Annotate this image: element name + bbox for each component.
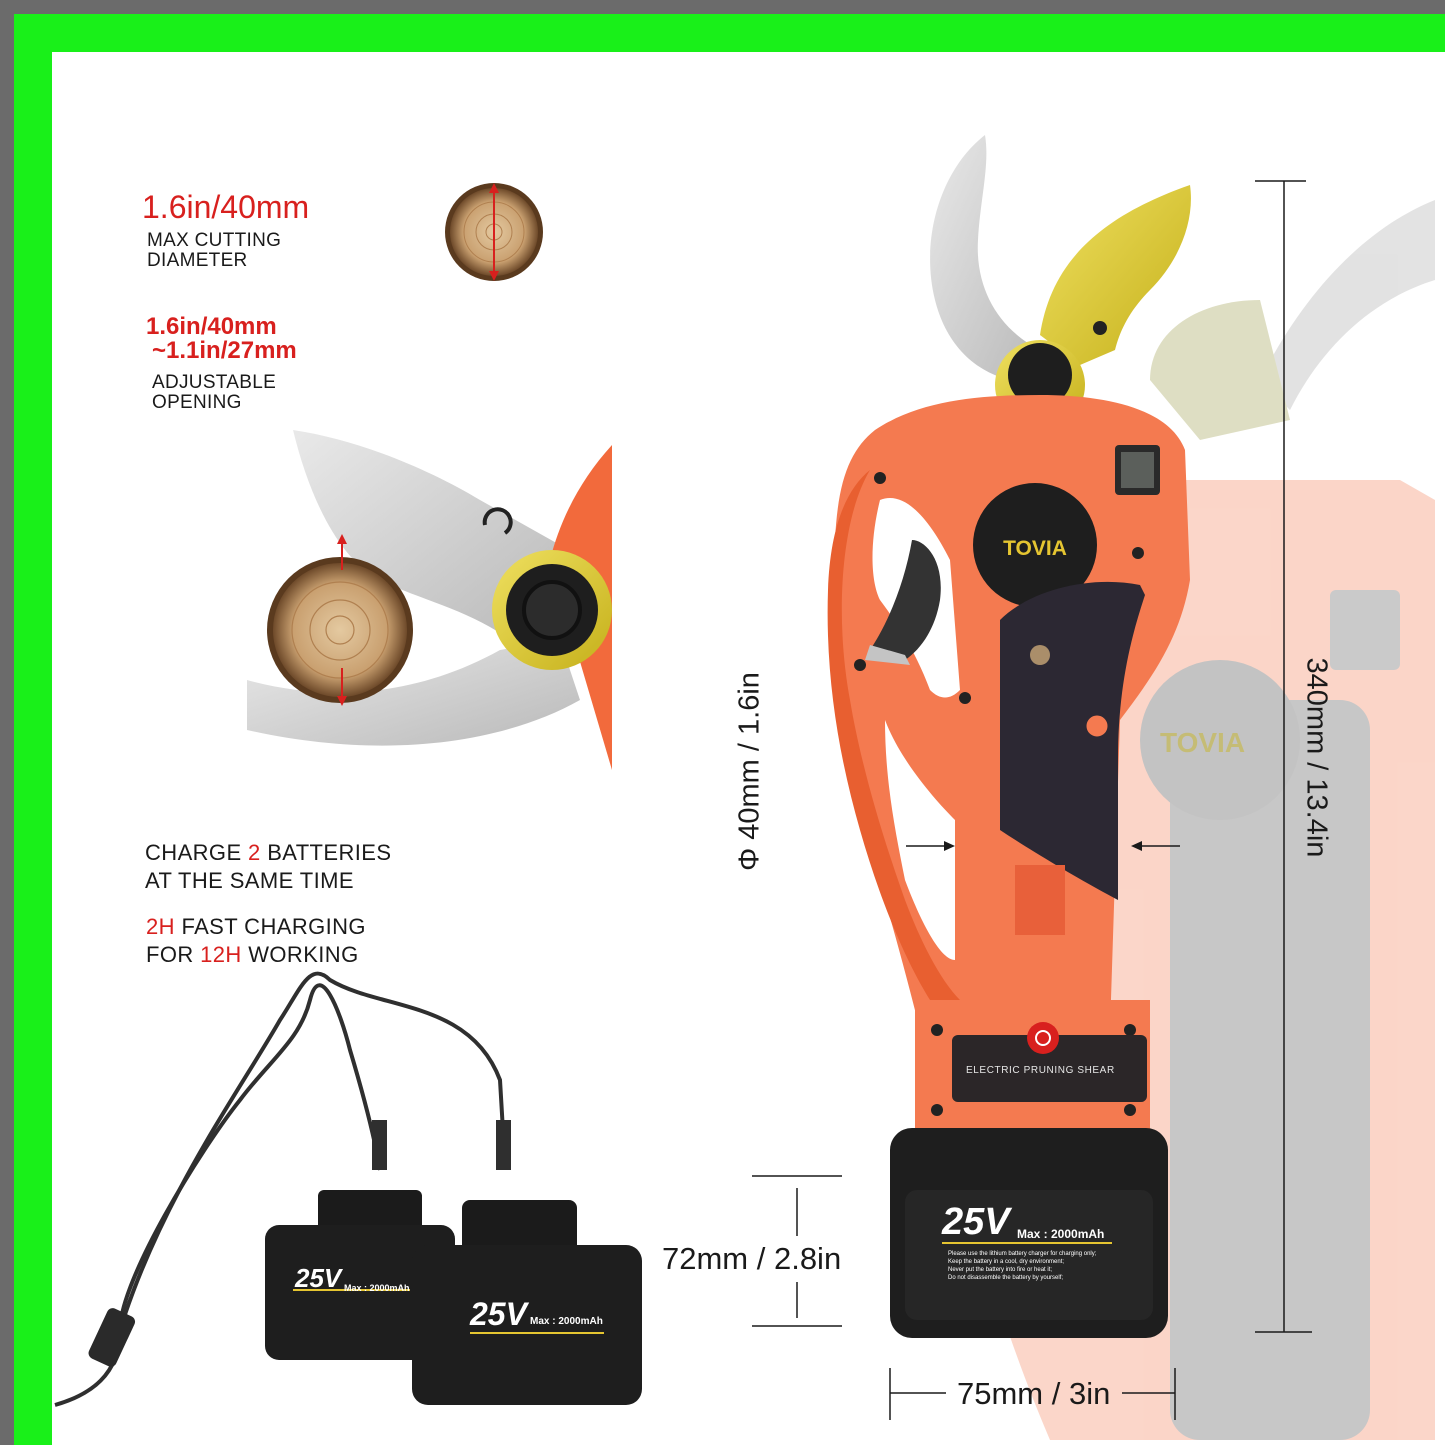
charging-line1-pre: CHARGE [145,840,249,865]
max-cutting-label-line2: DIAMETER [147,250,248,271]
max-cutting-label-line1: MAX CUTTING [147,230,282,251]
battery-voltage-main: 25V [942,1201,1010,1243]
faded-brand-logo: TOVIA [1160,727,1245,758]
battery-warning-line: Do not disassemble the battery by yourse… [948,1275,1064,1281]
dimension-lines [752,180,1312,1420]
charger-back-capacity: Max : 2000mAh [344,1283,410,1293]
battery-width-label: 75mm / 3in [957,1376,1111,1411]
opening-value-line1: 1.6in/40mm [146,313,277,340]
opening-value-line2: ~1.1in/27mm [152,337,297,364]
battery-warning-list: Please use the lithium battery charger f… [948,1250,1148,1282]
charger-front-capacity: Max : 2000mAh [530,1316,603,1327]
frame-border-green-top [14,14,1445,52]
frame-border-green-left [14,14,52,1445]
frame-border-gray-left [0,0,14,1445]
wood-slice-top [445,183,543,281]
opening-label-line2: OPENING [152,392,242,413]
charging-line3: 2H FAST CHARGING [146,916,366,938]
frame-border-gray-top [0,0,1445,14]
blade-closeup [247,430,612,770]
opening-label-line1: ADJUSTABLE [152,372,277,393]
charging-line2: AT THE SAME TIME [145,868,354,893]
battery-warning-line: Never put the battery into fire or heat … [948,1267,1053,1273]
main-tool: TOVIA [827,135,1191,1338]
charging-line4-num: 12H [200,942,242,967]
charging-line1-num: 2 [248,840,261,865]
charging-line1: CHARGE 2 BATTERIES [145,842,391,864]
charging-line4: FOR 12H WORKING [146,944,359,966]
panel-label: ELECTRIC PRUNING SHEAR [966,1065,1115,1076]
battery-capacity-main: Max : 2000mAh [1017,1227,1105,1241]
battery-chargers [54,971,642,1407]
battery-warning-line: Keep the battery in a cool, dry environm… [948,1259,1065,1265]
total-length-label: 340mm / 13.4in [1300,657,1333,858]
brand-logo: TOVIA [1003,537,1067,560]
charging-line1-post: BATTERIES [260,840,392,865]
charging-line3-post: FAST CHARGING [174,914,366,939]
battery-height-label: 72mm / 2.8in [662,1241,842,1276]
charging-line4-pre: FOR [146,942,201,967]
grip-diameter-label: Φ 40mm / 1.6in [733,672,766,871]
charger-back-voltage: 25V [295,1263,342,1293]
battery-warning-line: Please use the lithium battery charger f… [948,1251,1097,1257]
charger-front-voltage: 25V [470,1296,527,1332]
max-cutting-value: 1.6in/40mm [142,189,310,225]
charging-line3-num: 2H [146,914,175,939]
charging-line4-post: WORKING [241,942,359,967]
